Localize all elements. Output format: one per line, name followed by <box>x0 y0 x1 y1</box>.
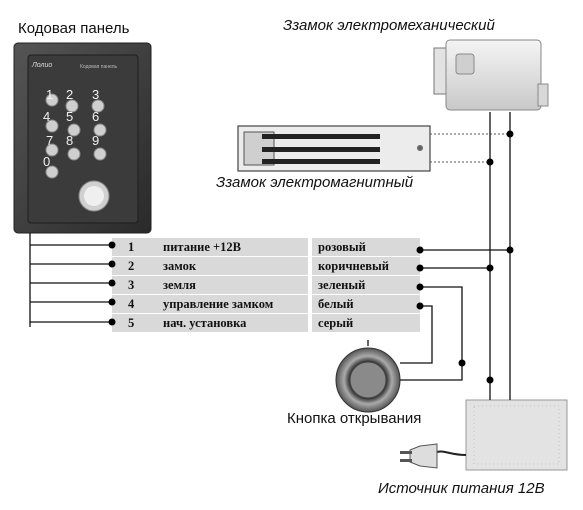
wire-color-name: зеленый <box>318 278 365 292</box>
wire-color-bg <box>312 257 420 275</box>
key-label-8: 8 <box>66 133 73 148</box>
electromechanical-lock <box>433 39 549 111</box>
keypad-title: Кодовая панель <box>18 20 130 37</box>
key-button-4 <box>45 119 59 133</box>
wire-row-bg <box>112 257 308 275</box>
key-button-6 <box>93 123 107 137</box>
junction-dot <box>506 246 514 254</box>
wire-table: 1 питание +12В розовый 2 замок коричневый 3 зем… <box>112 238 420 332</box>
junction-dot <box>108 298 116 306</box>
key-button-3 <box>91 99 105 113</box>
key-button-2 <box>65 99 79 113</box>
junction-dot <box>108 318 116 326</box>
junction-dot <box>108 260 116 268</box>
wire-function: замок <box>163 259 197 273</box>
wire-color-bg <box>312 238 420 256</box>
wire-number: 3 <box>128 278 134 292</box>
key-label-7: 7 <box>46 133 53 148</box>
wire-row-bg <box>112 314 308 332</box>
keypad-brand: Лолио <box>32 62 53 69</box>
wire-number: 5 <box>128 316 134 330</box>
power-supply <box>400 399 568 471</box>
wire-color-bg <box>312 314 420 332</box>
wire-color-name: белый <box>318 297 354 311</box>
key-label-5: 5 <box>66 109 73 124</box>
key-label-4: 4 <box>43 109 50 124</box>
junction-dot <box>416 302 424 310</box>
junction-dot <box>108 241 116 249</box>
junction-dot <box>416 264 424 272</box>
wire-function: нач. установка <box>163 316 247 330</box>
key-label-2: 2 <box>66 87 73 102</box>
open-button-device <box>335 347 401 413</box>
electromagnetic-lock <box>237 125 431 172</box>
wire-color-bg <box>312 295 420 313</box>
key-button-1 <box>45 93 59 107</box>
key-button-9 <box>93 147 107 161</box>
junction-dot <box>506 130 514 138</box>
key-label-1: 1 <box>46 87 53 102</box>
power-title: Источник питания 12В <box>378 480 545 497</box>
wire-number: 4 <box>128 297 135 311</box>
junction-dot <box>486 264 494 272</box>
wire-color-name: коричневый <box>318 259 389 273</box>
wire-row-bg <box>112 238 308 256</box>
wire-function: управление замком <box>163 297 274 311</box>
wire-row-bg <box>112 276 308 294</box>
key-label-0: 0 <box>43 154 50 169</box>
junction-dot <box>416 283 424 291</box>
wire-number: 1 <box>128 240 134 254</box>
wire-color-name: серый <box>318 316 353 330</box>
junction-dot <box>458 359 466 367</box>
em-lock-title: Ззамок электромеханический <box>283 17 495 34</box>
key-button-5 <box>67 123 81 137</box>
wire-function: земля <box>163 278 196 292</box>
key-button-0 <box>45 165 59 179</box>
wire-function: питание +12В <box>163 240 241 254</box>
button-title: Кнопка открывания <box>287 410 422 427</box>
keypad-model: Кодовая панель <box>80 64 118 70</box>
junction-dot <box>108 279 116 287</box>
key-label-6: 6 <box>92 109 99 124</box>
mag-lock-title: Ззамок электромагнитный <box>216 174 414 191</box>
key-label-3: 3 <box>92 87 99 102</box>
junction-dots <box>108 130 514 384</box>
key-button-8 <box>67 147 81 161</box>
junction-dot <box>486 158 494 166</box>
junction-dot <box>416 246 424 254</box>
wire-color-name: розовый <box>318 240 366 254</box>
wire-number: 2 <box>128 259 134 273</box>
junction-dot <box>486 376 494 384</box>
key-button-7 <box>45 143 59 157</box>
wire-row-bg <box>112 295 308 313</box>
wire-color-bg <box>312 276 420 294</box>
key-label-9: 9 <box>92 133 99 148</box>
